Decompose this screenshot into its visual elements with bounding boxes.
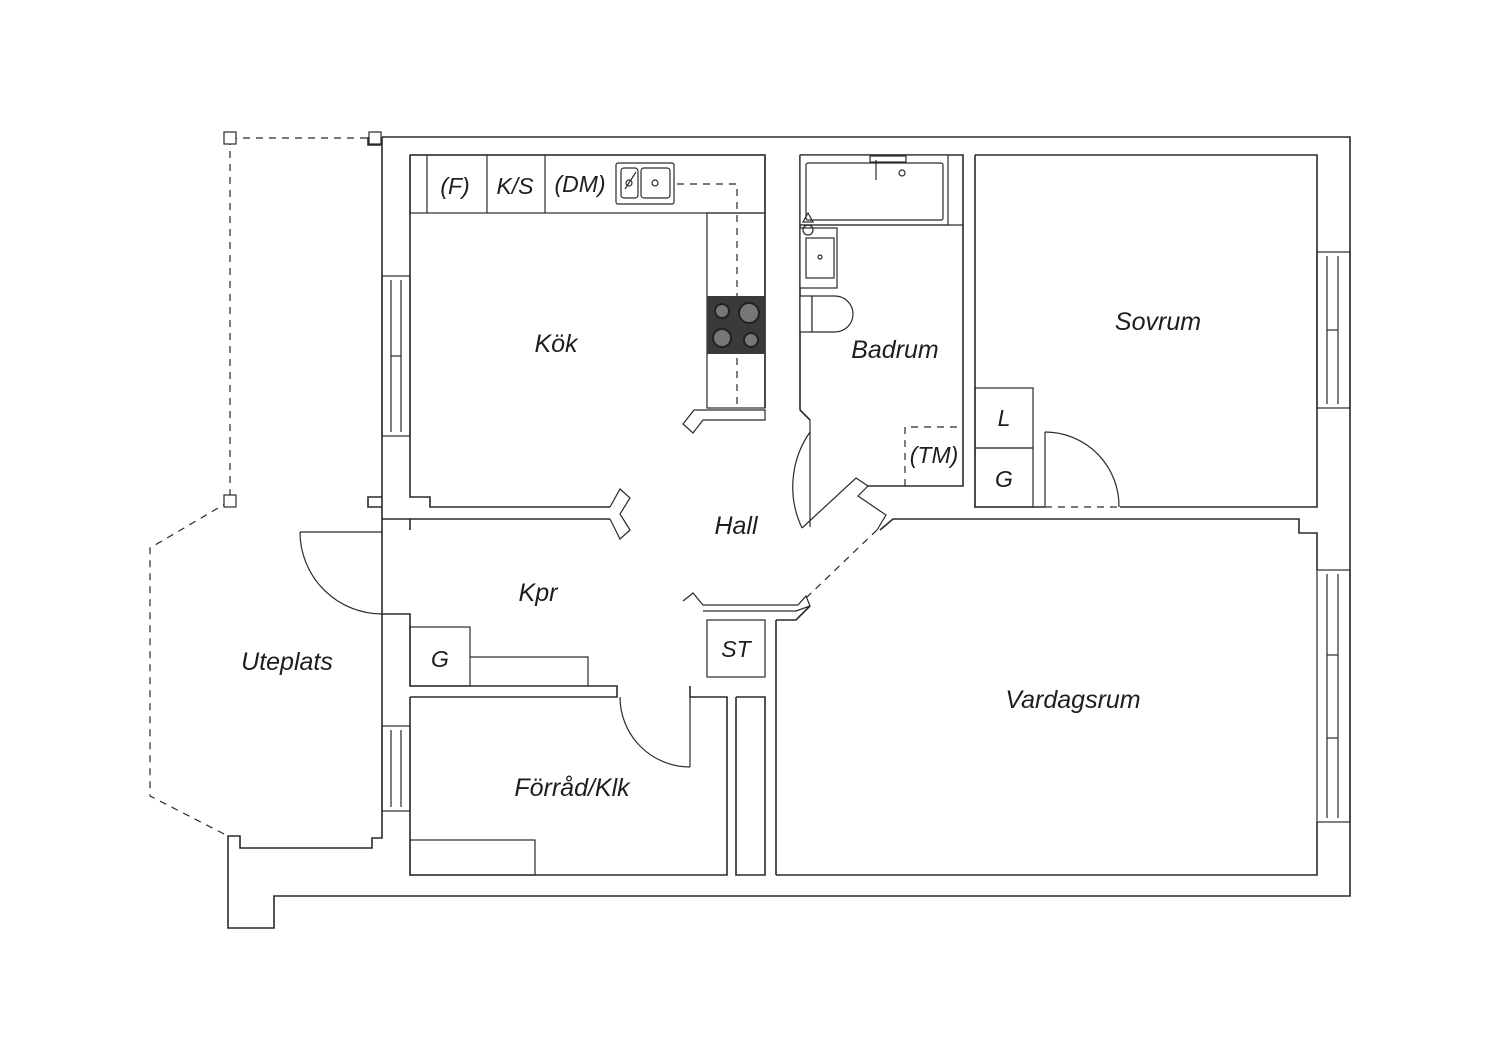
kitchen-sink-icon <box>615 162 675 205</box>
fixture-label-linen: L <box>998 405 1011 431</box>
room-label-hall: Hall <box>714 512 759 540</box>
fixture-label-wardrobe-hall: G <box>431 646 449 672</box>
doors <box>299 409 1120 768</box>
storage-shelf <box>409 839 536 876</box>
washer-outline <box>904 426 963 486</box>
fixture-label-fridge: (F) <box>440 173 469 199</box>
washbasin-icon <box>799 211 838 289</box>
fixture-label-fridge-freezer: K/S <box>496 173 534 199</box>
windows <box>381 251 1351 823</box>
fixture-labels: (F) K/S (DM) L G (TM) G ST <box>431 171 1013 672</box>
fixture-label-wardrobe-bedroom: G <box>995 466 1013 492</box>
room-label-forrad: Förråd/Klk <box>514 774 631 802</box>
room-label-kpr: Kpr <box>519 579 560 607</box>
fixture-label-storage: ST <box>721 636 752 662</box>
room-label-vardagsrum: Vardagsrum <box>1005 686 1140 714</box>
fixture-label-dishwasher: (DM) <box>554 171 605 197</box>
patio-outline <box>149 131 382 837</box>
room-label-uteplats: Uteplats <box>241 648 333 676</box>
room-label-kok: Kök <box>534 330 579 358</box>
stove-icon <box>707 296 765 354</box>
room-labels: Kök Badrum Sovrum Hall Kpr Uteplats Vard… <box>241 308 1201 802</box>
bedroom-closets <box>974 387 1034 508</box>
room-label-badrum: Badrum <box>851 336 939 364</box>
bathtub-icon <box>799 154 963 226</box>
fixture-label-washer: (TM) <box>910 442 959 468</box>
toilet-icon <box>799 295 854 333</box>
room-label-sovrum: Sovrum <box>1115 308 1201 336</box>
hall-closets <box>409 619 766 687</box>
exterior-walls <box>227 136 1351 929</box>
